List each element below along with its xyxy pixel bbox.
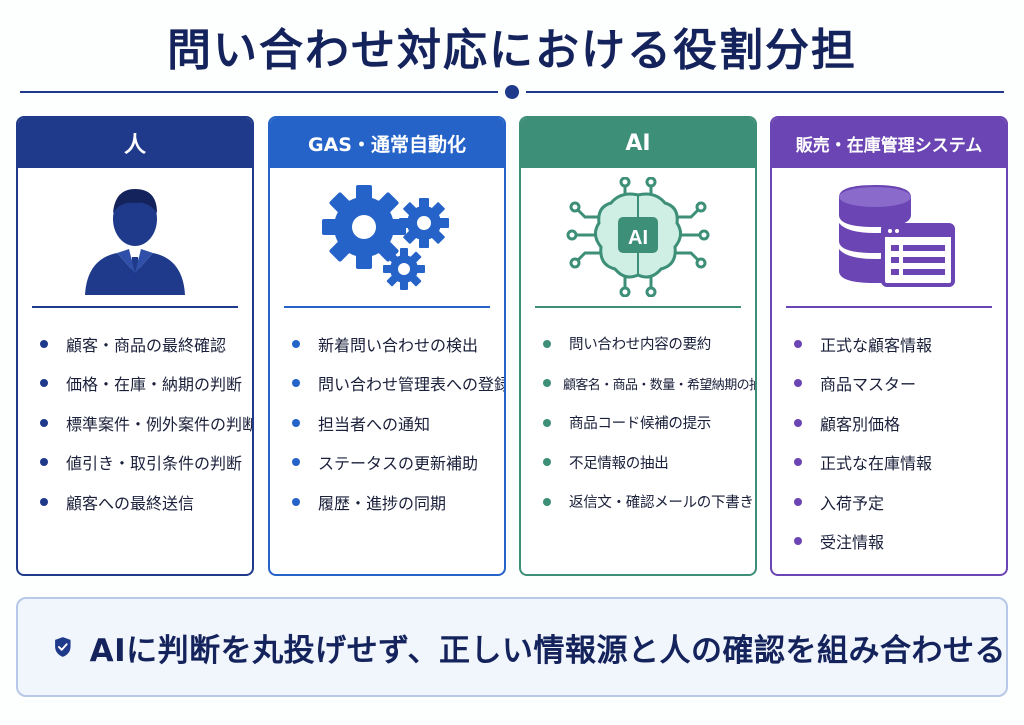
card-header: GAS・通常自動化 <box>270 118 504 168</box>
list-item: 不足情報の抽出 <box>543 443 755 483</box>
list-item: 値引き・取引条件の判断 <box>40 443 252 483</box>
list-item: 返信文・確認メールの下書き <box>543 482 755 522</box>
list-item: 標準案件・例外案件の判断 <box>40 403 252 443</box>
list-item: 履歴・進捗の同期 <box>292 482 504 522</box>
list-item: 顧客への最終送信 <box>40 482 252 522</box>
title-divider-right <box>526 91 1004 93</box>
card-header: AI <box>521 118 755 168</box>
shield-check-icon <box>55 637 71 657</box>
card-human: 人 顧客・商品の最終確認 価格・在庫・納期の判断 標準案件・例外案件の判断 値引… <box>16 116 254 576</box>
card-ai: AI <box>519 116 757 576</box>
list-item: 商品マスター <box>794 364 1006 404</box>
list-item: 顧客別価格 <box>794 403 1006 443</box>
footer-message: AIに判断を丸投げせず、正しい情報源と人の確認を組み合わせる <box>89 632 1006 669</box>
card-header: 販売・在庫管理システム <box>772 118 1006 168</box>
list-item: 顧客名・商品・数量・希望納期の抽出 <box>543 364 755 404</box>
ai-brain-icon: AI <box>566 177 710 297</box>
card-gas: GAS・通常自動化 <box>268 116 506 576</box>
list-item: 問い合わせ管理表への登録 <box>292 364 504 404</box>
list-item: 正式な顧客情報 <box>794 324 1006 364</box>
list-item: ステータスの更新補助 <box>292 443 504 483</box>
database-icon <box>839 185 955 287</box>
card-system: 販売・在庫管理システム 正式な顧客情報 商品マスター 顧客別価格 正式な在庫情報 <box>770 116 1008 576</box>
person-icon <box>85 189 185 295</box>
ai-chip-label: AI <box>628 227 648 249</box>
list-item: 価格・在庫・納期の判断 <box>40 364 252 404</box>
footer-banner: AIに判断を丸投げせず、正しい情報源と人の確認を組み合わせる <box>16 597 1008 697</box>
list-item: 正式な在庫情報 <box>794 443 1006 483</box>
list-item: 入荷予定 <box>794 482 1006 522</box>
title-divider-dot <box>505 85 519 99</box>
gears-icon <box>322 185 449 290</box>
list-item: 顧客・商品の最終確認 <box>40 324 252 364</box>
list-item: 受注情報 <box>794 522 1006 562</box>
list-item: 担当者への通知 <box>292 403 504 443</box>
list-item: 商品コード候補の提示 <box>543 403 755 443</box>
list-item: 新着問い合わせの検出 <box>292 324 504 364</box>
card-header: 人 <box>18 118 252 168</box>
title-divider-left <box>20 91 498 93</box>
list-item: 問い合わせ内容の要約 <box>543 324 755 364</box>
page-title: 問い合わせ対応における役割分担 <box>167 25 857 76</box>
